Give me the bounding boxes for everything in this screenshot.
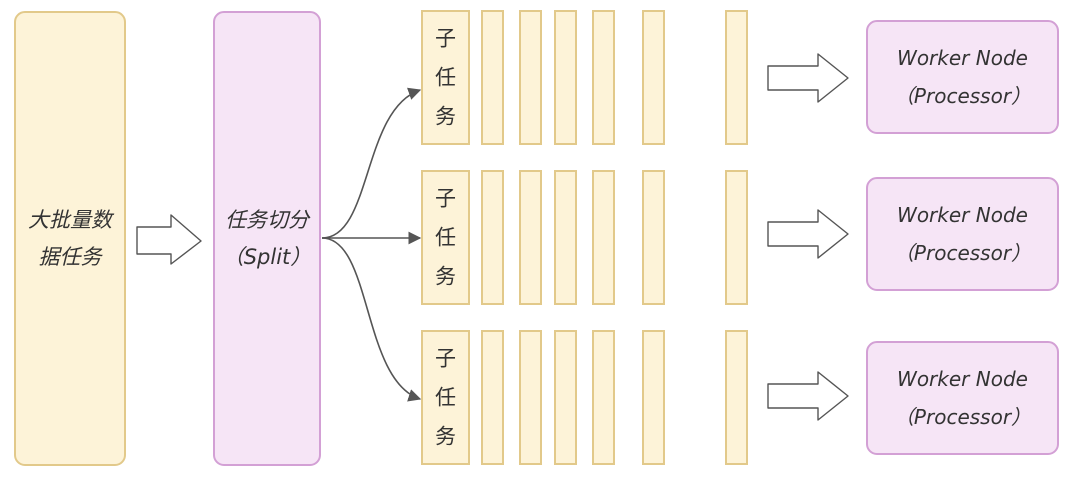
subtask-bar	[592, 330, 615, 465]
subtask-label: 子 任 务	[435, 26, 456, 128]
hollow-arrow-icon	[767, 371, 849, 421]
subtask-bar	[642, 170, 665, 305]
subtask-box: 子 任 务	[421, 330, 470, 465]
subtask-label: 子 任 务	[435, 346, 456, 448]
worker-node-box: Worker Node （Processor）	[866, 20, 1059, 134]
subtask-bar	[519, 170, 542, 305]
split-arrow-top	[321, 87, 422, 239]
hollow-arrow-icon	[136, 214, 202, 265]
subtask-bar	[481, 330, 504, 465]
split-box: 任务切分 （Split）	[213, 11, 321, 466]
subtask-bar	[481, 10, 504, 145]
worker-node-box: Worker Node （Processor）	[866, 341, 1059, 455]
worker-node-label: Worker Node （Processor）	[893, 203, 1032, 265]
worker-node-label: Worker Node （Processor）	[893, 367, 1032, 429]
subtask-box: 子 任 务	[421, 10, 470, 145]
subtask-bar	[725, 170, 748, 305]
subtask-bar	[554, 10, 577, 145]
subtask-bar	[519, 330, 542, 465]
source-task-box: 大批量数 据任务	[14, 11, 126, 466]
split-arrow-bottom	[321, 237, 422, 402]
subtask-bar	[481, 170, 504, 305]
subtask-bar	[642, 330, 665, 465]
subtask-bar	[642, 10, 665, 145]
subtask-bar	[554, 170, 577, 305]
subtask-bar	[592, 170, 615, 305]
subtask-bar	[592, 10, 615, 145]
worker-node-label: Worker Node （Processor）	[893, 46, 1032, 108]
subtask-bar	[519, 10, 542, 145]
subtask-label: 子 任 务	[435, 186, 456, 288]
subtask-bar	[725, 330, 748, 465]
hollow-arrow-icon	[767, 53, 849, 103]
subtask-box: 子 任 务	[421, 170, 470, 305]
hollow-arrow-icon	[767, 209, 849, 259]
split-label: 任务切分 （Split）	[222, 207, 312, 269]
subtask-bar	[554, 330, 577, 465]
worker-node-box: Worker Node （Processor）	[866, 177, 1059, 291]
subtask-bar	[725, 10, 748, 145]
source-task-label: 大批量数 据任务	[28, 207, 112, 269]
